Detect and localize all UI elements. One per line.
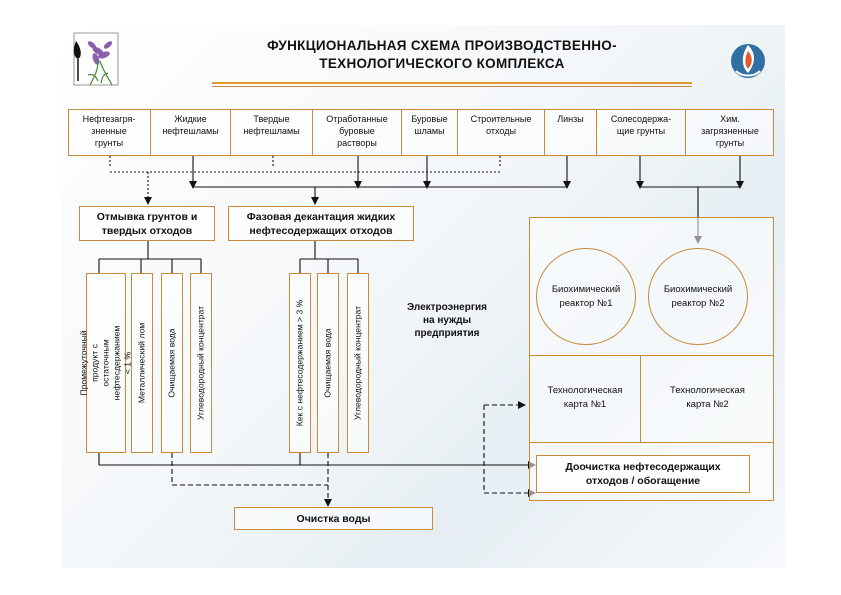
water-treatment-label: Очистка воды <box>296 512 371 525</box>
product-box: Очищаемая вода <box>161 273 183 453</box>
tech-map-1-label: Технологическая карта №1 <box>547 385 623 410</box>
bioreactor-1: Биохимический реактор №1 <box>536 248 636 345</box>
source-cell: Жидкие нефтешламы <box>151 109 231 156</box>
product-box: Очищаемая вода <box>317 273 339 453</box>
product-box: Углеводородный концентрат <box>347 273 369 453</box>
product-label: Металлический лом <box>136 322 147 404</box>
title-line-1: ФУНКЦИОНАЛЬНАЯ СХЕМА ПРОИЗВОДСТВЕННО- <box>267 38 617 53</box>
product-box: Углеводородный концентрат <box>190 273 212 453</box>
source-cell: Твердые нефтешламы <box>231 109 313 156</box>
electricity-label: Электроэнергия на нужды предприятия <box>406 302 487 339</box>
product-label: Очищаемая вода <box>322 328 333 398</box>
source-label: Нефтезагря- зненные грунты <box>82 114 136 148</box>
page-title: ФУНКЦИОНАЛЬНАЯ СХЕМА ПРОИЗВОДСТВЕННО- ТЕ… <box>192 37 692 73</box>
source-label: Твердые нефтешламы <box>243 114 300 136</box>
slide: ФУНКЦИОНАЛЬНАЯ СХЕМА ПРОИЗВОДСТВЕННО- ТЕ… <box>62 25 785 568</box>
bioreactor-2-label: Биохимический реактор №2 <box>663 283 733 309</box>
source-cell: Нефтезагря- зненные грунты <box>68 109 151 156</box>
flower-oil-logo-icon <box>68 31 126 91</box>
product-label: Кек с нефтесодержанием > 3 % <box>294 299 305 427</box>
product-label: Очищаемая вода <box>166 328 177 398</box>
product-box: Промежуточный продукт с остаточным нефте… <box>79 273 133 453</box>
bio-divider-h2 <box>530 442 773 444</box>
title-line-2: ТЕХНОЛОГИЧЕСКОГО КОМПЛЕКСА <box>319 56 565 71</box>
source-label: Буровые шламы <box>411 114 448 136</box>
product-box: Металлический лом <box>131 273 153 453</box>
source-label: Отработанные буровые растворы <box>326 114 388 148</box>
decantation-process-label: Фазовая декантация жидких нефтесодержащи… <box>246 210 396 237</box>
bio-divider-h1 <box>530 355 773 357</box>
tech-map-1: Технологическая карта №1 <box>530 384 640 412</box>
source-cell: Строительные отходы <box>458 109 545 156</box>
source-cell: Линзы <box>545 109 597 156</box>
post-treatment-box: Доочистка нефтесодержащих отходов / обог… <box>536 455 750 493</box>
bioreactor-1-label: Биохимический реактор №1 <box>551 283 621 309</box>
tech-map-2-label: Технологическая карта №2 <box>670 385 745 410</box>
source-cell: Отработанные буровые растворы <box>313 109 402 156</box>
source-label: Хим. загрязненные грунты <box>701 114 759 148</box>
source-label: Жидкие нефтешламы <box>162 114 219 136</box>
source-cell: Хим. загрязненные грунты <box>686 109 774 156</box>
post-treatment-label: Доочистка нефтесодержащих отходов / обог… <box>565 461 721 487</box>
decantation-process-box: Фазовая декантация жидких нефтесодержащи… <box>228 206 414 241</box>
source-cell: Солесодержа- щие грунты <box>597 109 686 156</box>
connector-lines <box>98 156 744 507</box>
bioreactor-2: Биохимический реактор №2 <box>648 248 748 345</box>
bio-divider-v <box>640 356 642 442</box>
tech-map-2: Технологическая карта №2 <box>642 384 773 412</box>
title-underline-thin <box>212 86 692 87</box>
product-label: Углеводородный концентрат <box>195 305 206 421</box>
water-treatment-box: Очистка воды <box>234 507 433 530</box>
title-underline <box>212 82 692 84</box>
washing-process-box: Отмывка грунтов и твердых отходов <box>79 206 215 241</box>
source-label: Линзы <box>557 114 584 124</box>
washing-process-label: Отмывка грунтов и твердых отходов <box>96 210 198 237</box>
product-label: Промежуточный продукт с остаточным нефте… <box>78 325 133 401</box>
product-box: Кек с нефтесодержанием > 3 % <box>289 273 311 453</box>
source-cell: Буровые шламы <box>402 109 458 156</box>
product-label: Углеводородный концентрат <box>352 305 363 421</box>
flame-drop-logo-icon <box>728 39 768 83</box>
source-label: Строительные отходы <box>470 114 532 136</box>
sources-row <box>68 109 774 156</box>
source-label: Солесодержа- щие грунты <box>610 114 672 136</box>
